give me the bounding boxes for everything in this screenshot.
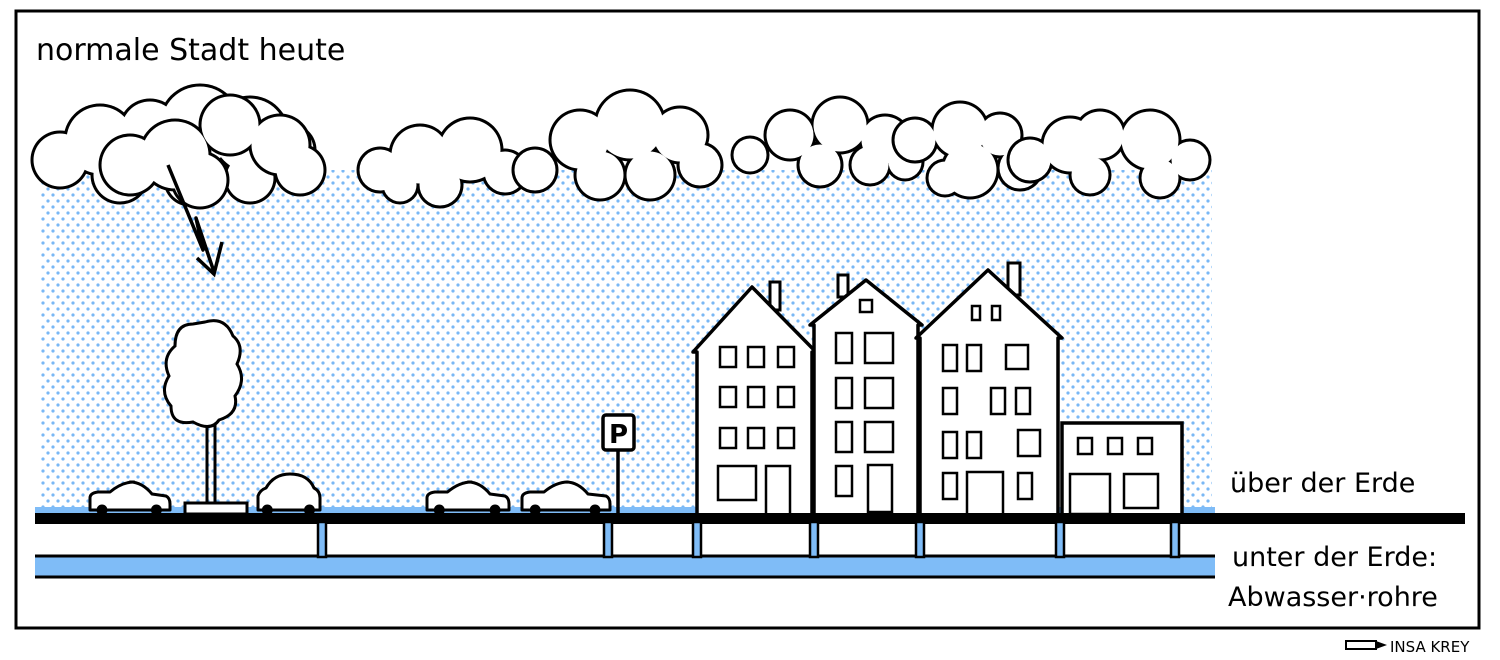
drain-pipe — [1054, 520, 1066, 559]
window — [866, 463, 894, 514]
window — [941, 343, 959, 373]
drain-pipe — [914, 520, 926, 559]
window — [1014, 386, 1032, 416]
window — [941, 430, 959, 460]
house — [914, 261, 1064, 517]
window — [834, 464, 854, 498]
label-above-ground: über der Erde — [1230, 468, 1415, 499]
window — [718, 345, 738, 369]
parking-sign-label: P — [609, 420, 628, 450]
drain-pipe — [316, 520, 328, 559]
window — [834, 420, 854, 454]
window — [718, 426, 738, 450]
window — [834, 376, 854, 410]
title: normale Stadt heute — [36, 33, 345, 68]
cars — [88, 472, 612, 516]
window — [990, 304, 1002, 322]
surface-water — [35, 507, 1215, 515]
frame — [14, 9, 1481, 630]
drain-pipe — [691, 520, 703, 559]
window — [716, 464, 758, 502]
window — [965, 430, 983, 460]
houses — [691, 261, 1184, 517]
house — [691, 280, 818, 517]
window — [858, 298, 874, 314]
window — [834, 331, 854, 365]
sewer-pipe — [35, 520, 1215, 579]
arrowhead — [195, 241, 224, 278]
label-below-ground: unter der Erde: — [1232, 542, 1437, 573]
window — [718, 385, 738, 409]
downpour-arrow-icon — [166, 164, 216, 273]
car-icon — [520, 480, 612, 516]
cloud-icon — [98, 93, 327, 210]
window — [776, 426, 796, 450]
drain-pipe — [808, 520, 820, 559]
car-icon — [256, 472, 322, 516]
window — [746, 345, 766, 369]
label-sewer-pipes: Abwasser·rohre — [1228, 582, 1438, 613]
cloud-icon — [1006, 108, 1212, 200]
low-building — [1060, 421, 1184, 517]
house — [808, 273, 924, 517]
car-icon — [88, 480, 172, 516]
window — [1004, 343, 1030, 371]
window — [746, 385, 766, 409]
car-icon — [425, 480, 511, 516]
window — [970, 304, 982, 322]
window — [863, 420, 895, 454]
window — [776, 385, 796, 409]
window — [965, 343, 983, 373]
window — [1016, 471, 1034, 501]
ground-line — [35, 513, 1465, 524]
parking-sign: P — [601, 413, 636, 513]
cloud-icon — [511, 88, 724, 202]
drain-pipe — [1169, 520, 1181, 559]
clouds — [30, 83, 1212, 210]
drain-pipe — [602, 520, 614, 559]
tree-icon — [163, 319, 249, 516]
window — [746, 426, 766, 450]
window — [863, 376, 895, 410]
window — [989, 386, 1007, 416]
window — [1016, 428, 1042, 458]
window — [941, 386, 959, 416]
pencil-icon — [1345, 640, 1387, 650]
window — [776, 345, 796, 369]
window — [863, 331, 895, 365]
window — [941, 471, 959, 501]
credit: INSA KREY — [1390, 638, 1470, 656]
